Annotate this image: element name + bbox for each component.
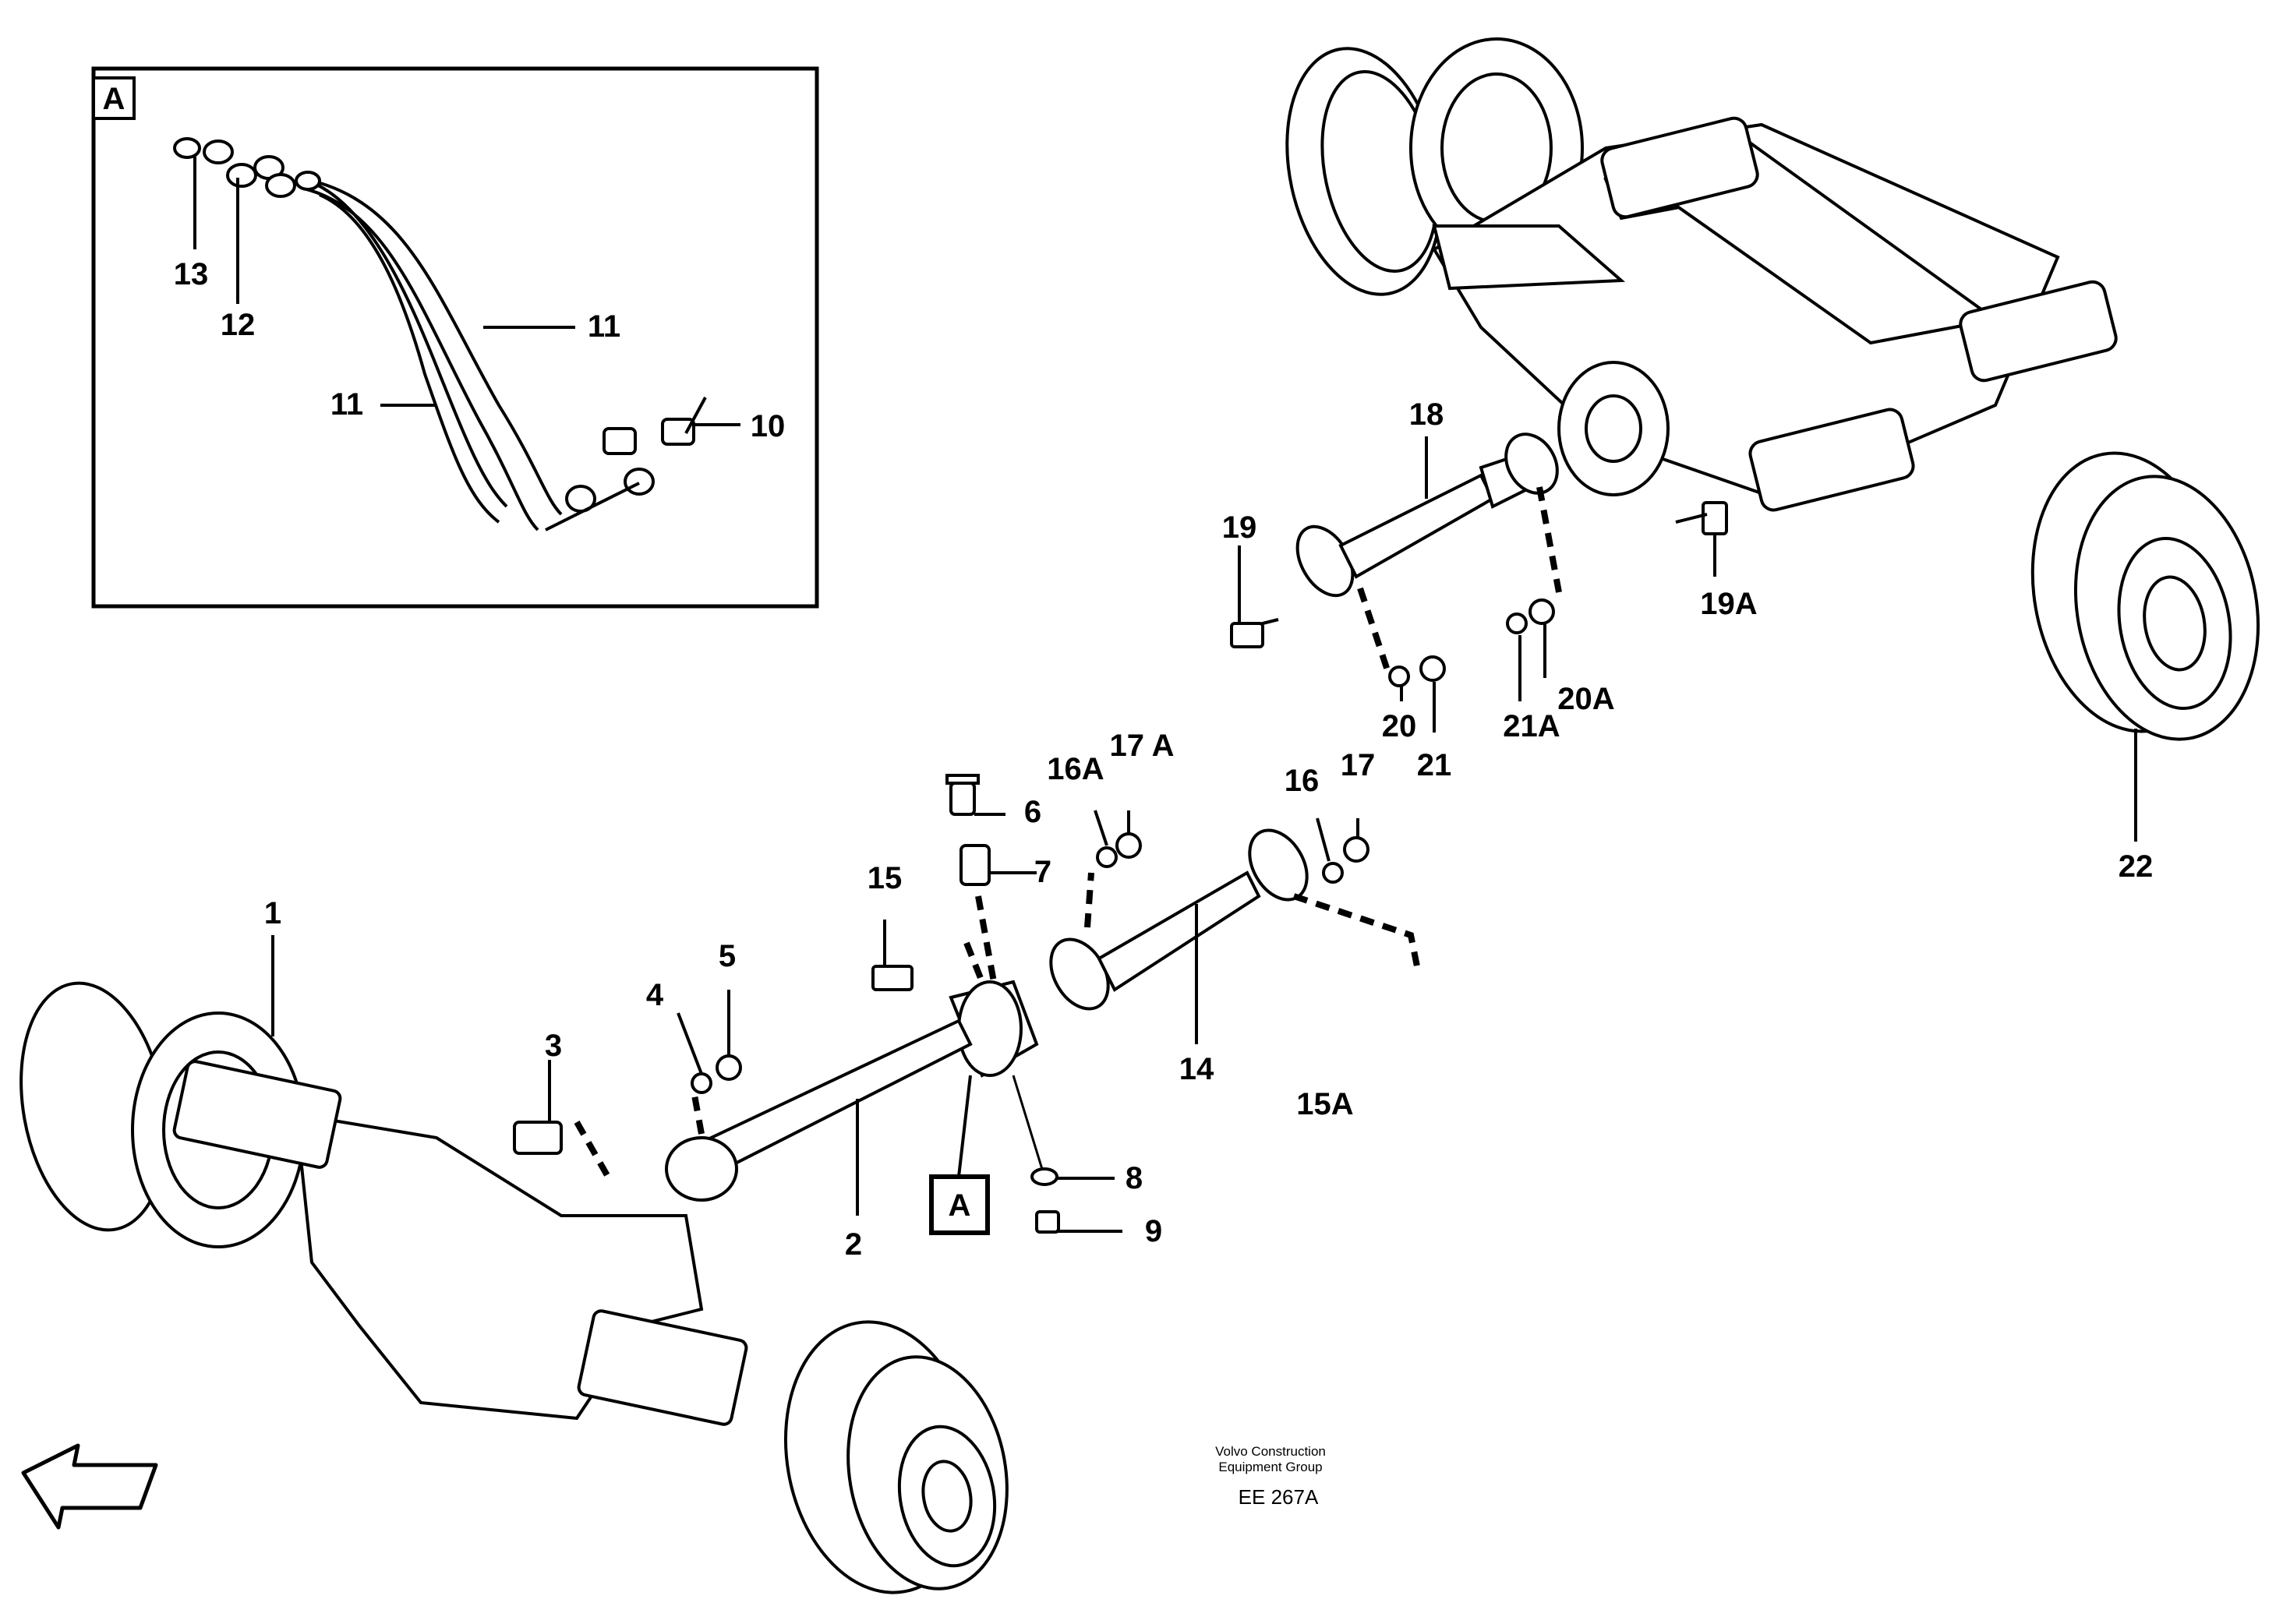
label-3: 3 [545,1029,562,1063]
label-5: 5 [719,939,736,973]
drawing-code: EE 267A [1239,1485,1319,1509]
label-12: 12 [221,308,256,342]
label-17: 17 [1341,748,1376,782]
label-7: 7 [1034,855,1051,889]
label-16a: 16A [1047,752,1104,786]
inset-tag-box [92,76,136,120]
label-20: 20 [1382,709,1417,743]
label-2: 2 [845,1227,862,1262]
detail-ref-box [929,1174,990,1235]
label-17a: 17 A [1109,729,1174,763]
label-18: 18 [1409,397,1444,432]
label-21: 21 [1417,748,1452,782]
label-8: 8 [1126,1161,1143,1195]
company-line-2: Equipment Group [1218,1460,1322,1474]
label-19a: 19A [1700,587,1757,621]
propeller-shaft-18 [1230,432,1728,733]
direction-arrow-icon [21,1443,158,1530]
label-21a: 21A [1503,709,1560,743]
label-15a: 15A [1296,1087,1353,1121]
inset-tag: A [103,82,125,116]
part-labels: 1 2 3 4 5 6 7 8 9 10 11 11 12 13 14 15 1… [174,257,2154,1262]
label-14: 14 [1179,1052,1214,1086]
shaft-2 [665,920,985,1216]
label-1: 1 [264,896,281,930]
label-11-right: 11 [588,309,620,344]
label-10: 10 [751,409,786,443]
hose-connectors [545,397,707,531]
front-axle-assembly [19,935,1009,1594]
label-19: 19 [1222,510,1257,545]
footer-caption: Volvo Construction Equipment Group EE 26… [1215,1444,1326,1509]
label-11-left: 11 [330,387,363,422]
label-9: 9 [1145,1214,1162,1248]
detail-ref-tag: A [949,1188,971,1223]
company-line-1: Volvo Construction [1215,1444,1326,1459]
rear-axle-assembly [1285,37,2260,842]
label-20a: 20A [1557,682,1614,716]
label-6: 6 [1024,795,1041,829]
label-15: 15 [868,861,903,895]
detail-inset-a: A [91,66,819,609]
hose-fittings [173,137,321,198]
label-13: 13 [174,257,209,291]
label-22: 22 [2119,849,2154,884]
intermediate-shaft-14 [1049,810,1422,1044]
label-16: 16 [1285,764,1320,798]
label-4: 4 [646,978,664,1012]
